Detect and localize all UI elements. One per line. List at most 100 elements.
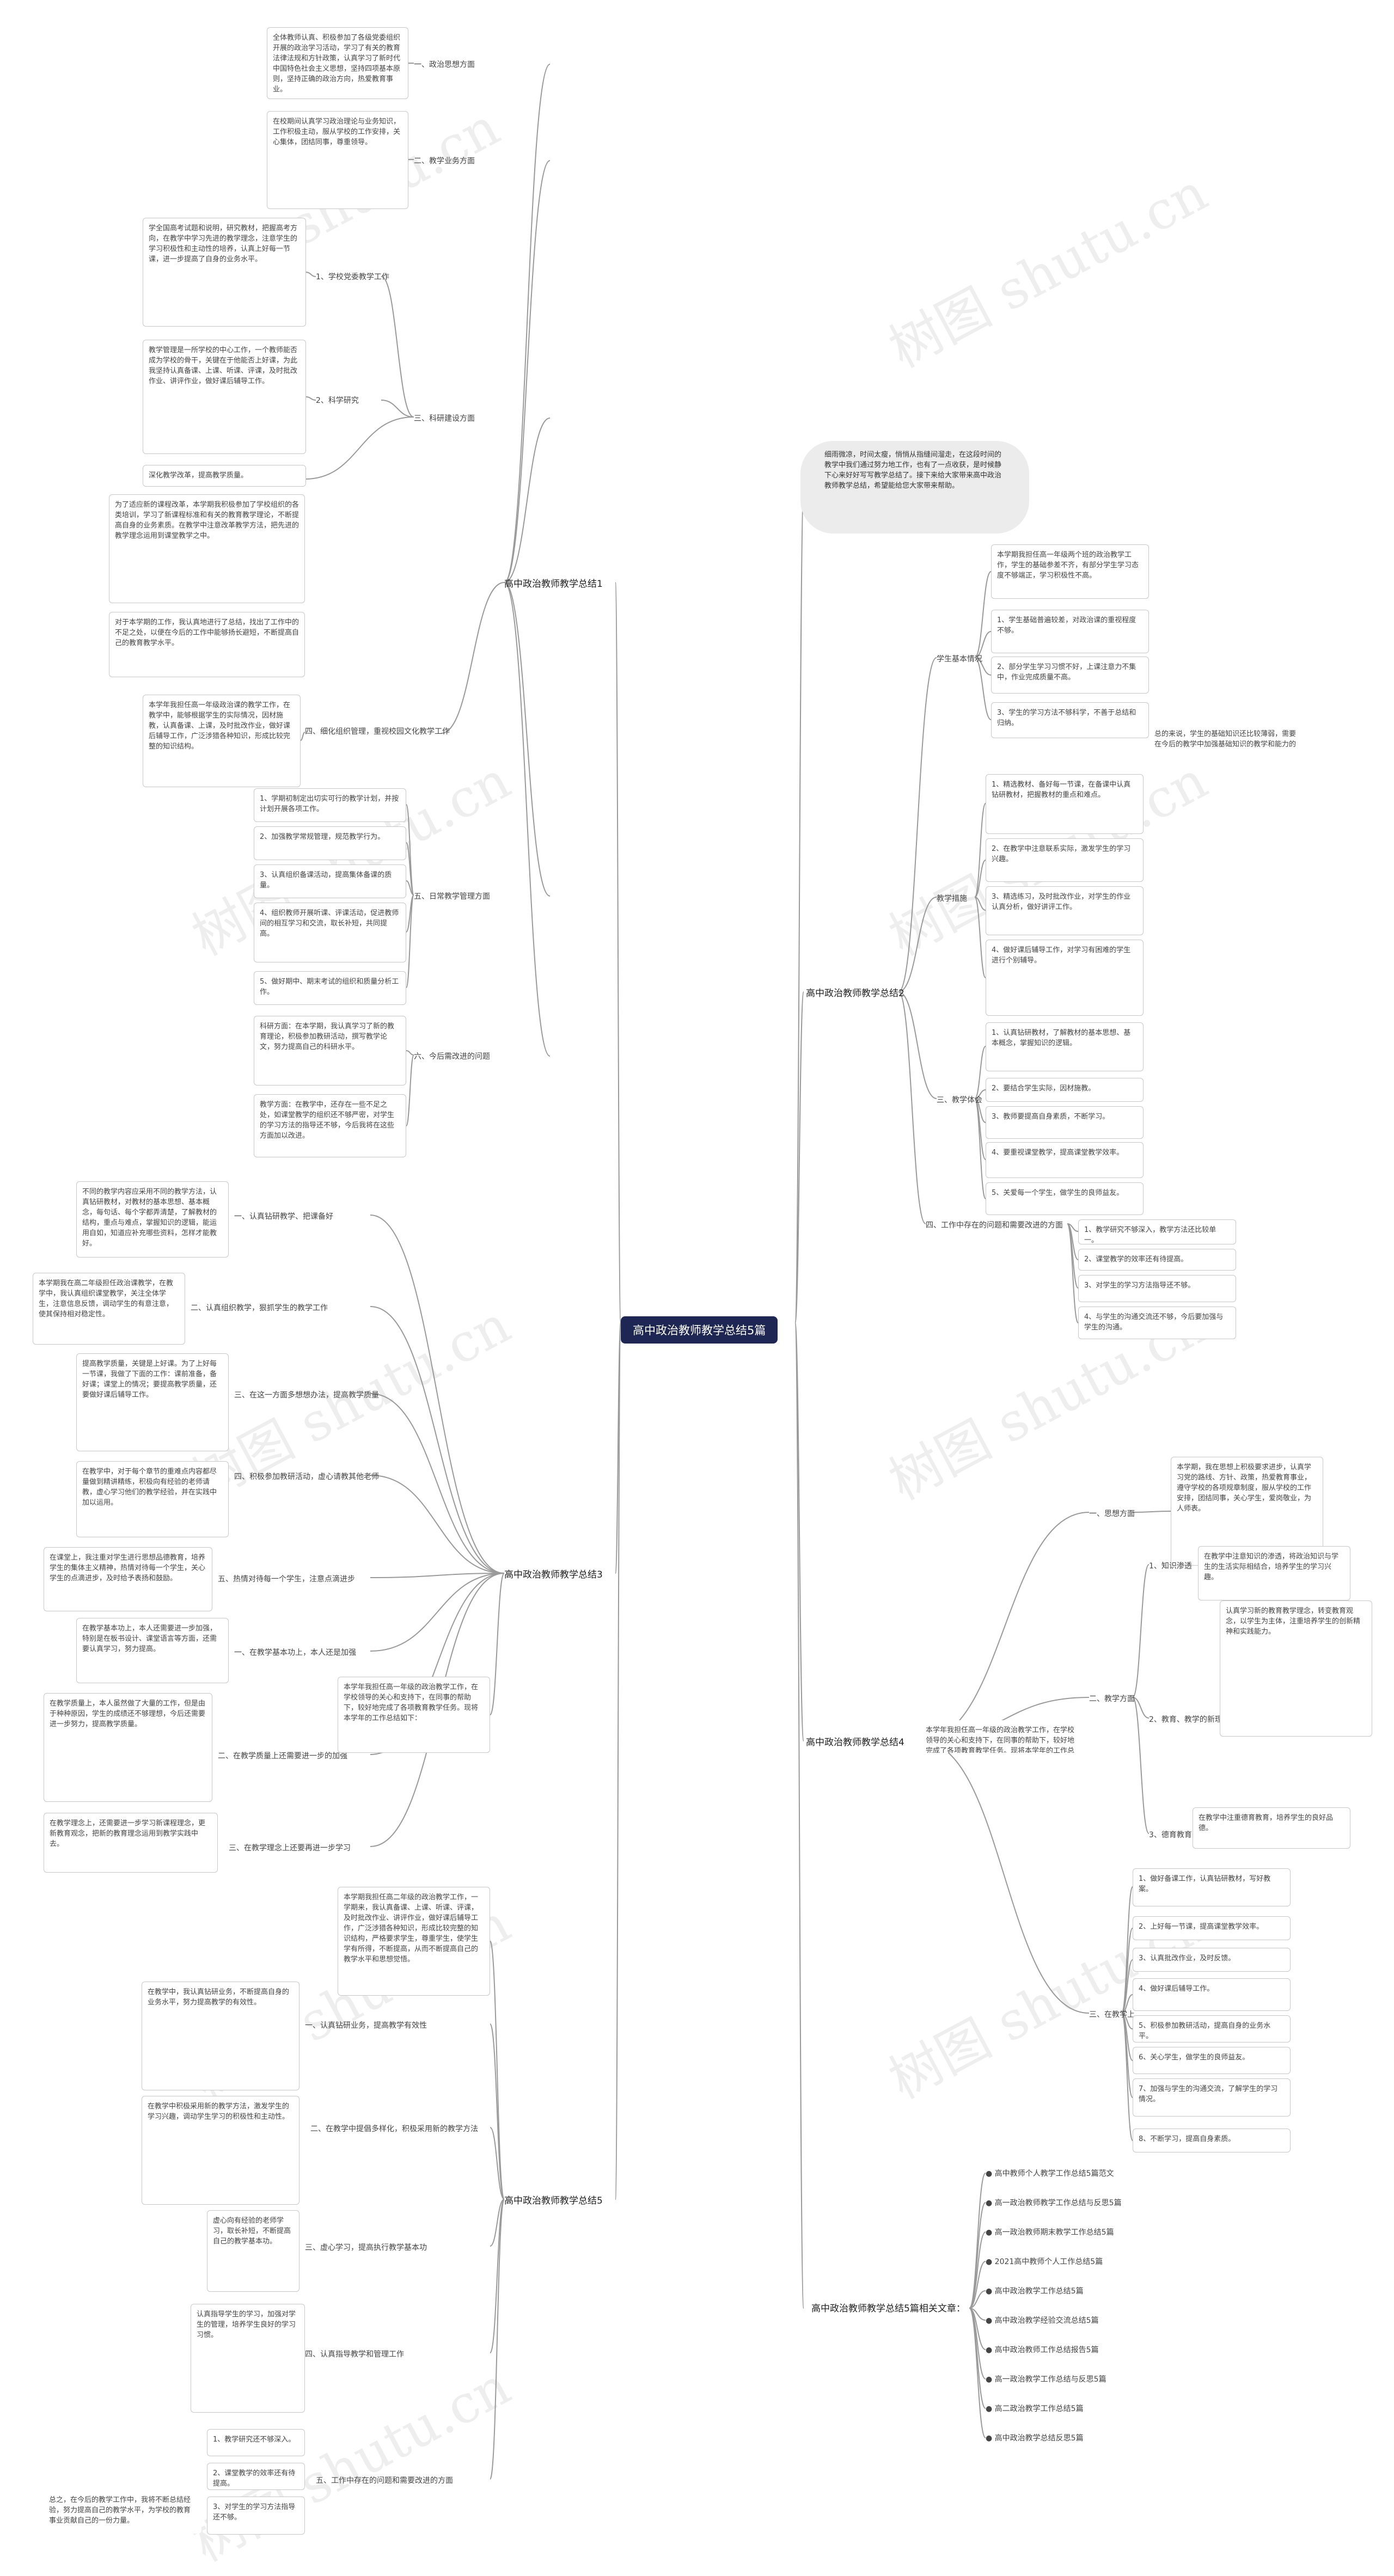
sub-topic[interactable]: 四、积极参加教研活动，虚心请教其他老师 xyxy=(234,1473,379,1481)
text-node: 在教学中，我认真钻研业务，不断提高自身的业务水平，努力提高教学的有效性。 xyxy=(142,1982,299,2090)
text-node: 在教学中注意知识的渗透，将政治知识与学生的生活实际相结合，培养学生的学习兴趣。 xyxy=(1198,1546,1350,1600)
related-article-link[interactable]: ● 高一政治教学工作总结与反思5篇 xyxy=(986,2375,1106,2384)
text-node: 认真学习新的教育教学理念，转变教育观念，以学生为主体，注重培养学生的创新精神和实… xyxy=(1220,1600,1372,1737)
related-article-link[interactable]: ● 高中教师个人教学工作总结5篇范文 xyxy=(986,2169,1114,2178)
related-article-link[interactable]: ● 高中政治教师工作总结报告5篇 xyxy=(986,2346,1099,2354)
branch-summary-2[interactable]: 高中政治教师教学总结2 xyxy=(806,988,904,999)
connector xyxy=(794,489,804,1323)
sub-topic[interactable]: 四、工作中存在的问题和需要改进的方面 xyxy=(926,1221,1063,1230)
sub-topic[interactable]: 二、教学方面 xyxy=(1089,1695,1135,1703)
connector xyxy=(898,657,937,992)
sub-topic[interactable]: 五、热情对待每一个学生，注意点滴进步 xyxy=(218,1575,355,1584)
text-node: 2、课堂教学的效率还有待提高。 xyxy=(1078,1249,1236,1271)
connector xyxy=(794,1322,804,1741)
text-node: 在教学理念上，还需要进一步学习新课程理念，更新教育观念，把新的教育理念运用到教学… xyxy=(44,1813,218,1873)
sub-topic[interactable]: 五、工作中存在的问题和需要改进的方面 xyxy=(316,2476,453,2485)
text-node: 科研方面：在本学期，我认真学习了新的教育理论，积极参加教研活动，撰写教学论文，努… xyxy=(254,1016,406,1085)
sub-topic[interactable]: 1、学校党委教学工作 xyxy=(316,273,389,281)
related-article-link[interactable]: ● 2021高中教师个人工作总结5篇 xyxy=(986,2258,1103,2266)
sub-topic[interactable]: 2、科学研究 xyxy=(316,396,359,405)
sub-topic[interactable]: 二、认真组织教学，狠抓学生的教学工作 xyxy=(191,1304,328,1312)
related-article-link[interactable]: ● 高中政治教学总结反思5篇 xyxy=(986,2434,1084,2443)
sub-topic[interactable]: 三、在教学上 xyxy=(1089,2010,1135,2019)
sub-topic[interactable]: 学生基本情况 xyxy=(937,655,982,664)
text-node: 不同的教学内容应采用不同的教学方法，认真钻研教材，对教材的基本思想、基本概念，每… xyxy=(76,1181,229,1258)
branch-summary-1[interactable]: 高中政治教师教学总结1 xyxy=(504,579,603,590)
connector xyxy=(1121,1959,1133,2014)
text-node: 3、教师要提高自身素质，不断学习。 xyxy=(986,1106,1144,1139)
sub-topic[interactable]: 一、政治思想方面 xyxy=(414,60,475,69)
connector xyxy=(794,991,804,1323)
intro-bubble: 细雨微凉，时间太瘦，悄悄从指缝间溜走，在这段时间的教学中我们通过努力地工作，也有… xyxy=(800,441,1029,533)
sub-topic[interactable]: 一、认真钻研教学、把课备好 xyxy=(234,1212,333,1221)
connector xyxy=(441,582,505,734)
sub-topic[interactable]: 一、认真钻研业务，提高教学有效性 xyxy=(305,2021,427,2030)
text-node: 在教学中注重德育教育，培养学生的良好品德。 xyxy=(1193,1807,1350,1849)
connector xyxy=(1121,1994,1133,2014)
connector xyxy=(920,1512,1090,1741)
sub-topic[interactable]: 一、思想方面 xyxy=(1089,1510,1135,1518)
text-node: 教学方面：在教学中，还存在一些不足之处，如课堂教学的组织还不够严密，对学生的学习… xyxy=(254,1094,406,1157)
branch-related[interactable]: 高中政治教师教学总结5篇相关文章： xyxy=(811,2303,965,2314)
text-node: 在教学中，对于每个章节的重难点内容都尽量做到精讲精练，积极向有经验的老师请教，虚… xyxy=(76,1461,229,1537)
text-node: 1、精选教材、备好每一节课，在备课中认真钻研教材，把握教材的重点和难点。 xyxy=(986,774,1144,834)
connector xyxy=(490,2127,505,2200)
connector xyxy=(969,2261,986,2309)
connector xyxy=(490,2199,505,2480)
sub-topic[interactable]: 三、在教学理念上还要再进一步学习 xyxy=(229,1844,351,1853)
text-node: 在教学基本功上，本人还需要进一步加强，特别是在板书设计、课堂语言等方面，还需要认… xyxy=(76,1618,229,1683)
text-node: 本学期我在高二年级担任政治课教学，在教学中，我认真组织课堂教学，关注全体学生，注… xyxy=(33,1273,185,1345)
text-node: 6、关心学生，做学生的良师益友。 xyxy=(1133,2047,1291,2074)
branch-summary-3[interactable]: 高中政治教师教学总结3 xyxy=(504,1569,603,1580)
sub-topic[interactable]: 1、知识渗透 xyxy=(1149,1562,1192,1571)
branch-summary-5[interactable]: 高中政治教师教学总结5 xyxy=(504,2195,603,2206)
related-article-link[interactable]: ● 高中政治教学经验交流总结5篇 xyxy=(986,2316,1099,2325)
text-node: 本学年我担任高一年级的政治教学工作，在学校领导的关心和支持下，在同事的帮助下，较… xyxy=(920,1720,1084,1753)
sub-topic[interactable]: 三、教学体会 xyxy=(937,1096,982,1105)
text-node: 3、学生的学习方法不够科学，不善于总结和归纳。 xyxy=(991,702,1149,738)
sub-topic[interactable]: 一、在教学基本功上，本人还是加强 xyxy=(234,1648,356,1657)
sub-topic[interactable]: 四、认真指导教学和管理工作 xyxy=(305,2350,404,2359)
text-node: 全体教师认真、积极参加了各级党委组织开展的政治学习活动，学习了有关的教育法律法规… xyxy=(267,27,408,99)
text-node: 8、不断学习，提高自身素质。 xyxy=(1133,2129,1291,2152)
sub-topic[interactable]: 六、今后需改进的问题 xyxy=(414,1052,490,1061)
text-node: 教学管理是一所学校的中心工作，一个教师能否成为学校的骨干，关键在于他能否上好课，… xyxy=(143,340,306,454)
related-article-link[interactable]: ● 高一政治教师教学工作总结与反思5篇 xyxy=(986,2199,1122,2207)
sub-topic[interactable]: 二、在教学中提倡多样化，积极采用新的教学方法 xyxy=(310,2125,478,2133)
connector xyxy=(615,1322,621,1574)
sub-topic[interactable]: 二、在教学质量上还需要进一步的加强 xyxy=(218,1752,347,1761)
connector xyxy=(1121,2013,1133,2141)
text-node: 5、积极参加教研活动，提高自身的业务水平。 xyxy=(1133,2015,1291,2043)
sub-topic[interactable]: 3、德育教育 xyxy=(1149,1831,1192,1839)
text-node: 4、与学生的沟通交流还不够，今后要加强与学生的沟通。 xyxy=(1078,1307,1236,1339)
text-node: 5、做好期中、期末考试的组织和质量分析工作。 xyxy=(254,971,406,1005)
text-node: 总的来说，学生的基础知识还比较薄弱，需要在今后的教学中加强基础知识的教学和能力的… xyxy=(1149,724,1301,748)
connector xyxy=(974,571,992,658)
connector xyxy=(969,2308,986,2438)
sub-topic[interactable]: 四、细化组织管理，重视校园文化教学工作 xyxy=(305,727,450,736)
sub-topic[interactable]: 三、在这一方面多想想办法，提高教学质量 xyxy=(234,1391,379,1400)
sub-topic[interactable]: 2、教育、教学的新理念 xyxy=(1149,1715,1230,1724)
related-article-link[interactable]: ● 高中政治教学工作总结5篇 xyxy=(986,2287,1084,2296)
root-node[interactable]: 高中政治教师教学总结5篇 xyxy=(621,1316,778,1344)
related-article-link[interactable]: ● 高一政治教师期末教学工作总结5篇 xyxy=(986,2228,1114,2237)
sub-topic[interactable]: 二、教学业务方面 xyxy=(414,157,475,165)
sub-topic[interactable]: 三、虚心学习，提高执行教学基本功 xyxy=(305,2243,427,2252)
connector xyxy=(490,2023,505,2200)
text-node: 1、认真钻研教材，了解教材的基本思想、基本概念，掌握知识的逻辑。 xyxy=(986,1022,1144,1071)
text-node: 1、做好备课工作，认真钻研教材，写好教案。 xyxy=(1133,1868,1291,1906)
sub-topic[interactable]: 三、科研建设方面 xyxy=(414,414,475,423)
branch-summary-4[interactable]: 高中政治教师教学总结4 xyxy=(806,1737,904,1748)
text-node: 3、对学生的学习方法指导还不够。 xyxy=(1078,1275,1236,1302)
connector xyxy=(300,732,305,741)
text-node: 5、关爱每一个学生，做学生的良师益友。 xyxy=(986,1182,1144,1215)
connector xyxy=(969,2202,986,2309)
sub-topic[interactable]: 教学措施 xyxy=(937,894,967,903)
text-node: 1、学生基础普遍较差，对政治课的重视程度不够。 xyxy=(991,610,1149,653)
text-node: 3、精选练习，及时批改作业，对学生的作业认真分析，做好讲评工作。 xyxy=(986,886,1144,935)
connector xyxy=(1132,1697,1150,1834)
sub-topic[interactable]: 五、日常教学管理方面 xyxy=(414,892,490,901)
related-article-link[interactable]: ● 高二政治教学工作总结5篇 xyxy=(986,2405,1084,2413)
text-node: 3、认真组织备课活动，提高集体备课的质量。 xyxy=(254,864,406,898)
text-node: 总之，在今后的教学工作中，我将不断总结经验，努力提高自己的教学水平，为学校的教育… xyxy=(44,2490,201,2534)
